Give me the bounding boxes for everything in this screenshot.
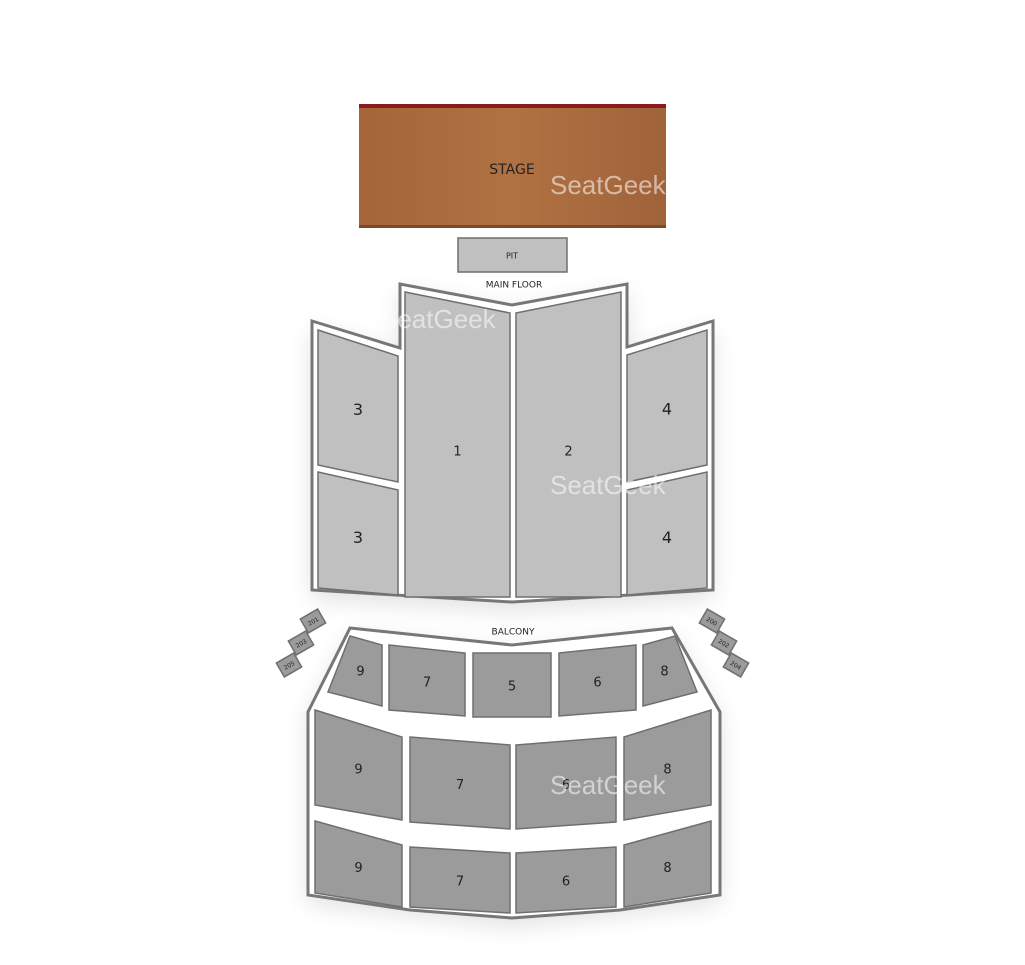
section-shape[interactable]	[317, 328, 399, 483]
section-shape[interactable]	[409, 736, 511, 830]
box-205[interactable]: 205	[275, 652, 303, 678]
section-5[interactable]: 5	[472, 652, 552, 718]
section-shape[interactable]	[623, 708, 712, 821]
section-shape[interactable]	[515, 736, 617, 830]
section-shape[interactable]	[626, 471, 708, 596]
section-shape[interactable]	[623, 820, 712, 908]
box-200[interactable]: 200	[698, 608, 726, 634]
watermark: SeatGeek	[550, 170, 667, 200]
section-7[interactable]: 7	[409, 736, 511, 830]
watermark: SeatGeek	[550, 470, 667, 500]
stage: STAGE	[359, 104, 666, 228]
watermark: SeatGeek	[380, 304, 497, 334]
box-203[interactable]: 203	[287, 630, 315, 656]
section-shape[interactable]	[314, 820, 403, 908]
section-3[interactable]: 3	[317, 471, 399, 596]
section-shape[interactable]	[388, 644, 466, 717]
section-6[interactable]: 6	[558, 644, 637, 717]
main-floor-label: MAIN FLOOR	[486, 281, 542, 291]
section-shape[interactable]	[409, 846, 511, 914]
section-2[interactable]: 2	[515, 291, 622, 598]
section-7[interactable]: 7	[388, 644, 466, 717]
section-shape[interactable]	[558, 644, 637, 717]
section-3[interactable]: 3	[317, 328, 399, 483]
section-shape[interactable]	[642, 635, 699, 707]
section-1[interactable]: 1	[404, 291, 511, 598]
section-shape[interactable]	[326, 635, 383, 707]
box-202[interactable]: 202	[710, 630, 738, 656]
section-shape[interactable]	[515, 846, 617, 914]
box-201[interactable]: 201	[299, 608, 327, 634]
section-shape[interactable]	[314, 708, 403, 821]
section-4[interactable]: 4	[626, 328, 708, 483]
watermark: SeatGeek	[550, 770, 667, 800]
section-6[interactable]: 6	[515, 846, 617, 914]
box-204[interactable]: 204	[722, 652, 750, 678]
watermarks: SeatGeek SeatGeek SeatGeek SeatGeek	[380, 170, 667, 800]
balcony-label: BALCONY	[492, 628, 535, 638]
section-shape[interactable]	[472, 652, 552, 718]
stage-edge	[359, 104, 666, 108]
section-7[interactable]: 7	[409, 846, 511, 914]
section-shape[interactable]	[626, 328, 708, 483]
stage-floor	[359, 104, 666, 228]
stage-front	[359, 225, 666, 228]
section-pit[interactable]: PIT	[457, 237, 568, 273]
section-shape[interactable]	[515, 291, 622, 598]
section-shape[interactable]	[317, 471, 399, 596]
section-shape[interactable]	[404, 291, 511, 598]
